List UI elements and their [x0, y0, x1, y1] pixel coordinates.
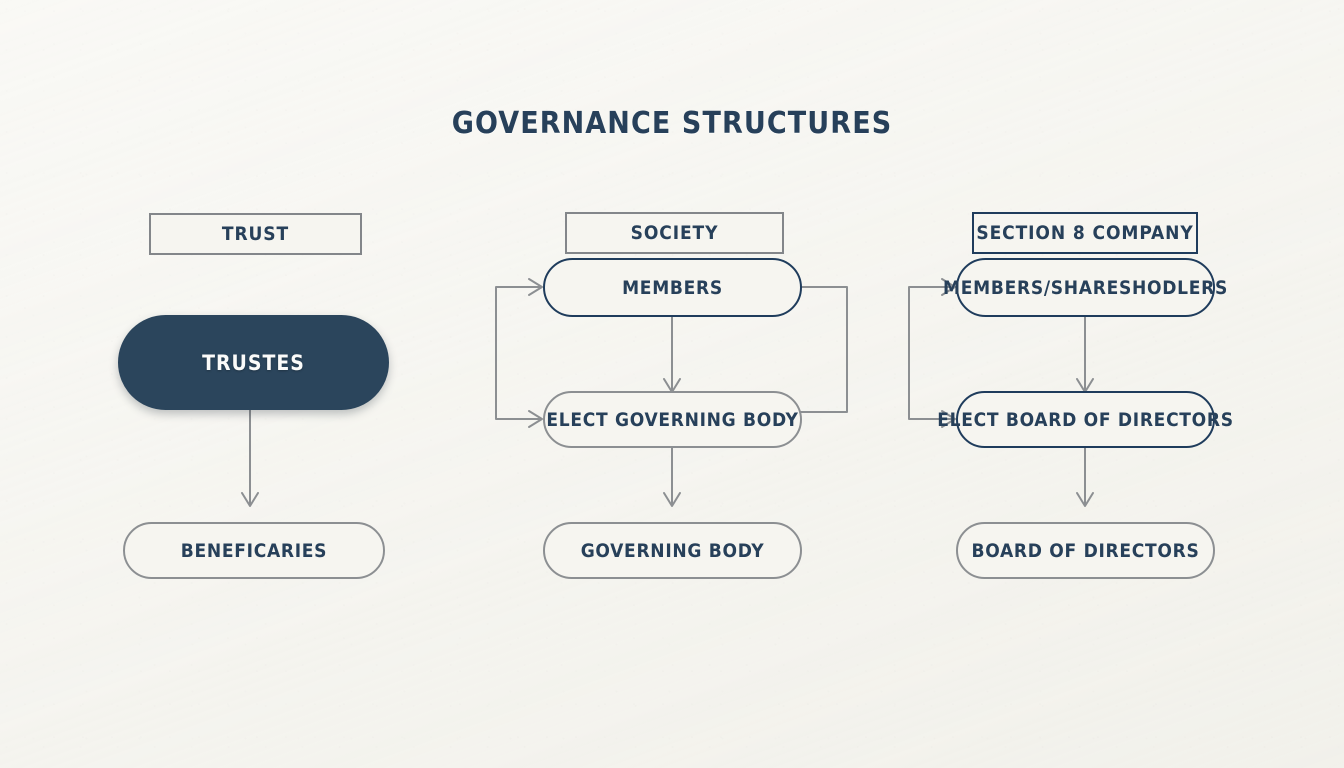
connectors-society [495, 278, 848, 507]
column-section8-company: SECTION 8 COMPANY MEMBERS/SHARESHODLERS … [875, 0, 1295, 768]
header-box-section8-company: SECTION 8 COMPANY [972, 212, 1198, 254]
header-box-society: SOCIETY [565, 212, 784, 254]
node-trustees[interactable]: TRUSTES [118, 315, 389, 410]
node-elect-board-of-directors[interactable]: ELECT BOARD OF DIRECTORS [937, 391, 1233, 448]
header-label-section8-company: SECTION 8 COMPANY [976, 222, 1194, 244]
page-title: GOVERNANCE STRUCTURES [451, 106, 893, 141]
connectors-trust [241, 410, 259, 507]
node-label-elect-board-of-directors: ELECT BOARD OF DIRECTORS [937, 408, 1234, 431]
node-members[interactable]: MEMBERS [543, 258, 802, 317]
node-label-members: MEMBERS [622, 276, 723, 299]
node-label-members-shareholders: MEMBERS/SHARESHODLERS [943, 276, 1228, 299]
node-board-of-directors[interactable]: BOARD OF DIRECTORS [956, 522, 1215, 579]
node-members-shareholders[interactable]: MEMBERS/SHARESHODLERS [943, 258, 1227, 317]
node-label-elect-governing-body: ELECT GOVERNING BODY [546, 408, 799, 431]
header-label-trust: TRUST [221, 223, 290, 245]
node-label-beneficiaries: BENEFICARIES [180, 539, 328, 562]
node-beneficiaries[interactable]: BENEFICARIES [123, 522, 385, 579]
node-label-governing-body: GOVERNING BODY [580, 539, 765, 562]
connectors-section8 [908, 278, 1094, 507]
column-society: SOCIETY MEMBERS ELECT GOVERNING BODY GOV… [462, 0, 882, 768]
node-label-trustees: TRUSTES [202, 350, 305, 375]
header-label-society: SOCIETY [630, 222, 719, 244]
node-label-board-of-directors: BOARD OF DIRECTORS [971, 539, 1200, 562]
node-elect-governing-body[interactable]: ELECT GOVERNING BODY [543, 391, 802, 448]
column-trust: TRUST TRUSTES BENEFICARIES [44, 0, 464, 768]
node-governing-body[interactable]: GOVERNING BODY [543, 522, 802, 579]
header-box-trust: TRUST [149, 213, 362, 255]
